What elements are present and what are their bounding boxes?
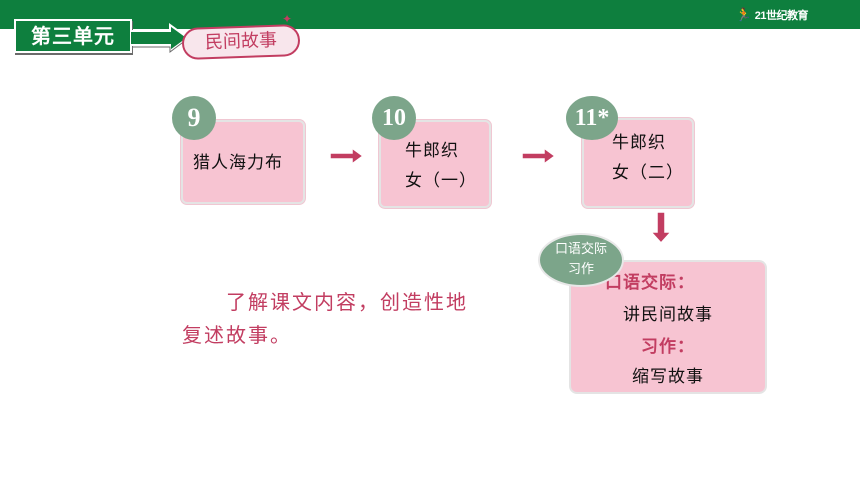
sparkle-icon: ✦: [282, 12, 293, 26]
goal-line1: 了解课文内容，创造性地: [182, 290, 468, 314]
lesson-title-line2: 女（一）: [405, 171, 477, 191]
goal-line2: 复述故事。: [182, 323, 292, 347]
lesson-title-line2: 女（二）: [612, 163, 684, 183]
writing-text: 缩写故事: [632, 367, 704, 387]
runner-icon: 🏃: [735, 7, 752, 23]
lesson-title-line1: 牛郎织: [405, 141, 459, 161]
unit-label: 第三单元: [14, 19, 132, 53]
oral-writing-card: 口语交际： 讲民间故事 习作： 缩写故事: [569, 260, 767, 394]
top-bar: 🏃 21世纪教育: [0, 0, 860, 29]
brand-logo: 🏃 21世纪教育: [735, 6, 809, 24]
lesson-number-badge: 11*: [566, 96, 618, 140]
learning-goal: 了解课文内容，创造性地 复述故事。: [182, 286, 512, 352]
oral-text: 讲民间故事: [623, 305, 713, 325]
arrow-right-icon: [130, 23, 190, 53]
connector-arrow-down-icon: [650, 212, 672, 244]
unit-banner: 第三单元: [14, 19, 190, 59]
lesson-title-line1: 牛郎织: [612, 133, 666, 153]
brand-logo-text: 21世纪教育: [754, 10, 809, 22]
lesson-title: 猎人海力布: [193, 153, 283, 173]
badge-line1: 口语交际: [554, 242, 607, 257]
lesson-number-badge: 9: [172, 96, 216, 140]
badge-line2: 习作: [567, 262, 594, 277]
connector-arrow-icon: [522, 146, 556, 166]
writing-heading: 习作：: [641, 337, 695, 357]
connector-arrow-icon: [330, 146, 364, 166]
oral-writing-badge: 口语交际 习作: [538, 233, 624, 287]
oral-heading: 口语交际：: [605, 273, 695, 293]
theme-tag: 民间故事: [181, 23, 301, 61]
lesson-number-badge: 10: [372, 96, 416, 140]
